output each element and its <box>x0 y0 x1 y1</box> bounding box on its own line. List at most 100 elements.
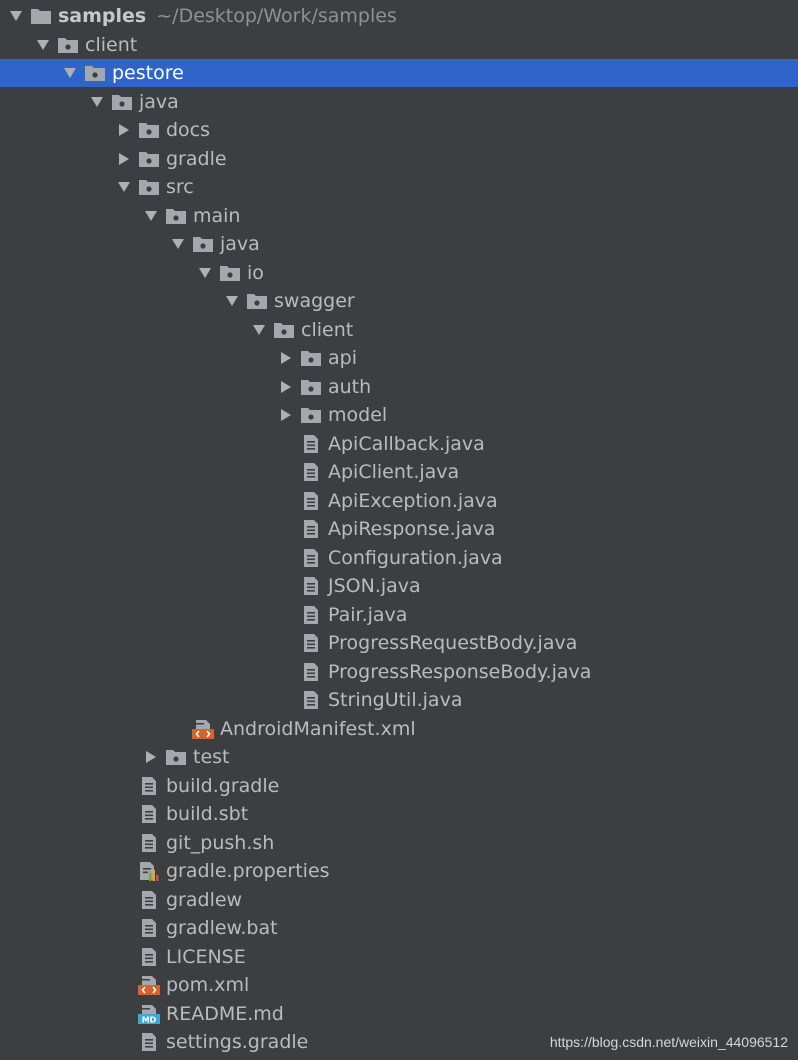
tree-item-label: main <box>193 204 241 227</box>
chevron-down-icon[interactable] <box>222 287 242 315</box>
tree-item-java[interactable]: java <box>0 230 798 258</box>
watermark: https://blog.csdn.net/weixin_44096512 <box>549 1034 788 1050</box>
chevron-right-icon[interactable] <box>276 373 296 401</box>
folder-icon <box>138 116 160 144</box>
xml-file-icon <box>192 715 214 743</box>
xml-file-icon <box>138 971 160 999</box>
tree-item-label: ProgressResponseBody.java <box>328 660 592 683</box>
tree-item-apiclient-java[interactable]: ApiClient.java <box>0 458 798 486</box>
tree-item-pestore[interactable]: pestore <box>0 59 798 87</box>
chevron-right-icon[interactable] <box>141 743 161 771</box>
tree-item-git-push-sh[interactable]: git_push.sh <box>0 829 798 857</box>
tree-item-label: src <box>166 176 194 198</box>
tree-item-json-java[interactable]: JSON.java <box>0 572 798 600</box>
tree-item-settings-gradle[interactable]: settings.gradle <box>0 1028 798 1056</box>
tree-item-label: api <box>328 347 357 369</box>
file-icon <box>300 686 322 714</box>
file-icon <box>300 515 322 543</box>
file-icon <box>300 601 322 629</box>
tree-item-label: git_push.sh <box>166 831 275 854</box>
folder-icon <box>165 202 187 230</box>
tree-item-label: gradle.properties <box>166 860 330 882</box>
tree-item-gradle-properties[interactable]: gradle.properties <box>0 857 798 885</box>
tree-item-readme-md[interactable]: MD README.md <box>0 1000 798 1028</box>
folder-icon <box>30 2 52 30</box>
tree-item-pair-java[interactable]: Pair.java <box>0 601 798 629</box>
chevron-down-icon[interactable] <box>141 202 161 230</box>
file-icon <box>138 1028 160 1056</box>
tree-item-auth[interactable]: auth <box>0 373 798 401</box>
tree-item-main[interactable]: main <box>0 202 798 230</box>
chevron-right-icon[interactable] <box>276 401 296 429</box>
tree-item-build-sbt[interactable]: build.sbt <box>0 800 798 828</box>
file-icon <box>300 629 322 657</box>
tree-item-docs[interactable]: docs <box>0 116 798 144</box>
chevron-down-icon[interactable] <box>60 59 80 87</box>
markdown-file-icon: MD <box>138 1000 160 1028</box>
chevron-down-icon[interactable] <box>114 173 134 201</box>
tree-item-build-gradle[interactable]: build.gradle <box>0 772 798 800</box>
tree-item-src[interactable]: src <box>0 173 798 201</box>
chevron-down-icon[interactable] <box>6 2 26 30</box>
tree-item-label: docs <box>166 119 211 141</box>
file-icon <box>138 914 160 942</box>
tree-root-samples[interactable]: samples ~/Desktop/Work/samples <box>0 2 798 30</box>
tree-item-model[interactable]: model <box>0 401 798 429</box>
tree-item-label: ApiCallback.java <box>328 432 485 455</box>
tree-item-apiexception-java[interactable]: ApiException.java <box>0 487 798 515</box>
tree-item-test[interactable]: test <box>0 743 798 771</box>
tree-item-configuration-java[interactable]: Configuration.java <box>0 544 798 572</box>
chevron-right-icon[interactable] <box>114 116 134 144</box>
tree-item-gradlew[interactable]: gradlew <box>0 886 798 914</box>
tree-item-label: auth <box>328 375 372 398</box>
tree-item-progressrequestbody-java[interactable]: ProgressRequestBody.java <box>0 629 798 657</box>
tree-item-label: java <box>139 90 179 113</box>
chevron-down-icon[interactable] <box>249 316 269 344</box>
folder-icon <box>246 287 268 315</box>
folder-icon <box>219 259 241 287</box>
tree-item-apiresponse-java[interactable]: ApiResponse.java <box>0 515 798 543</box>
tree-item-label: JSON.java <box>328 575 421 597</box>
tree-item-client[interactable]: client <box>0 31 798 59</box>
folder-icon <box>165 743 187 771</box>
tree-item-swagger[interactable]: swagger <box>0 287 798 315</box>
project-path: ~/Desktop/Work/samples <box>156 5 397 27</box>
tree-item-gradle[interactable]: gradle <box>0 145 798 173</box>
folder-icon <box>111 88 133 116</box>
folder-icon <box>273 316 295 344</box>
file-icon <box>300 572 322 600</box>
tree-item-label: StringUtil.java <box>328 689 463 711</box>
tree-item-io[interactable]: io <box>0 259 798 287</box>
tree-item-androidmanifest-xml[interactable]: AndroidManifest.xml <box>0 715 798 743</box>
tree-item-client[interactable]: client <box>0 316 798 344</box>
tree-item-label: ApiClient.java <box>328 461 460 483</box>
tree-item-api[interactable]: api <box>0 344 798 372</box>
tree-item-pom-xml[interactable]: pom.xml <box>0 971 798 999</box>
chevron-down-icon[interactable] <box>33 31 53 59</box>
tree-item-label: gradlew <box>166 888 243 911</box>
tree-item-label: ApiResponse.java <box>328 518 496 540</box>
tree-item-stringutil-java[interactable]: StringUtil.java <box>0 686 798 714</box>
folder-icon <box>138 145 160 173</box>
folder-icon <box>192 230 214 258</box>
tree-item-progressresponsebody-java[interactable]: ProgressResponseBody.java <box>0 658 798 686</box>
tree-item-label: ApiException.java <box>328 489 498 512</box>
tree-item-label: java <box>220 233 260 255</box>
tree-item-gradlew-bat[interactable]: gradlew.bat <box>0 914 798 942</box>
tree-item-label: Configuration.java <box>328 546 503 569</box>
chevron-down-icon[interactable] <box>87 88 107 116</box>
chevron-down-icon[interactable] <box>195 259 215 287</box>
tree-item-label: test <box>193 746 230 768</box>
tree-item-license[interactable]: LICENSE <box>0 943 798 971</box>
chevron-right-icon[interactable] <box>114 145 134 173</box>
chevron-down-icon[interactable] <box>168 230 188 258</box>
tree-item-apicallback-java[interactable]: ApiCallback.java <box>0 430 798 458</box>
tree-item-label: README.md <box>166 1002 284 1025</box>
file-icon <box>138 772 160 800</box>
chevron-right-icon[interactable] <box>276 344 296 372</box>
file-icon <box>138 943 160 971</box>
tree-item-java[interactable]: java <box>0 88 798 116</box>
tree-item-label: gradlew.bat <box>166 917 278 939</box>
file-icon <box>300 430 322 458</box>
